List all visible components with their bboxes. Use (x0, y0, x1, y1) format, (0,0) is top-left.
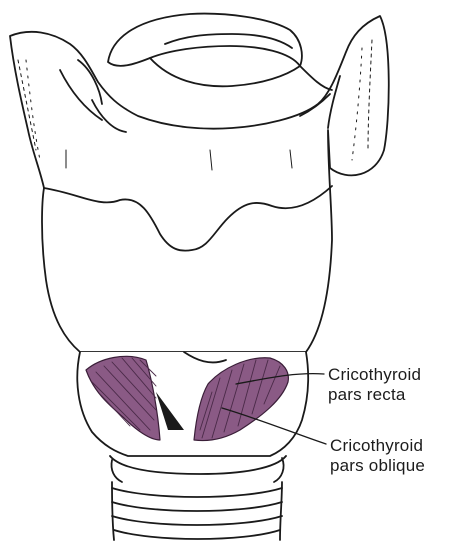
label-line-1: Cricothyroid (330, 436, 425, 456)
label-line-1: Cricothyroid (328, 365, 421, 385)
label-cricothyroid-pars-recta: Cricothyroid pars recta (328, 365, 421, 405)
hyoid-bone (108, 14, 302, 87)
thyroid-cartilage (10, 16, 389, 352)
label-line-2: pars oblique (330, 456, 425, 476)
label-cricothyroid-pars-oblique: Cricothyroid pars oblique (330, 436, 425, 476)
label-line-2: pars recta (328, 385, 421, 405)
trachea (112, 482, 282, 540)
